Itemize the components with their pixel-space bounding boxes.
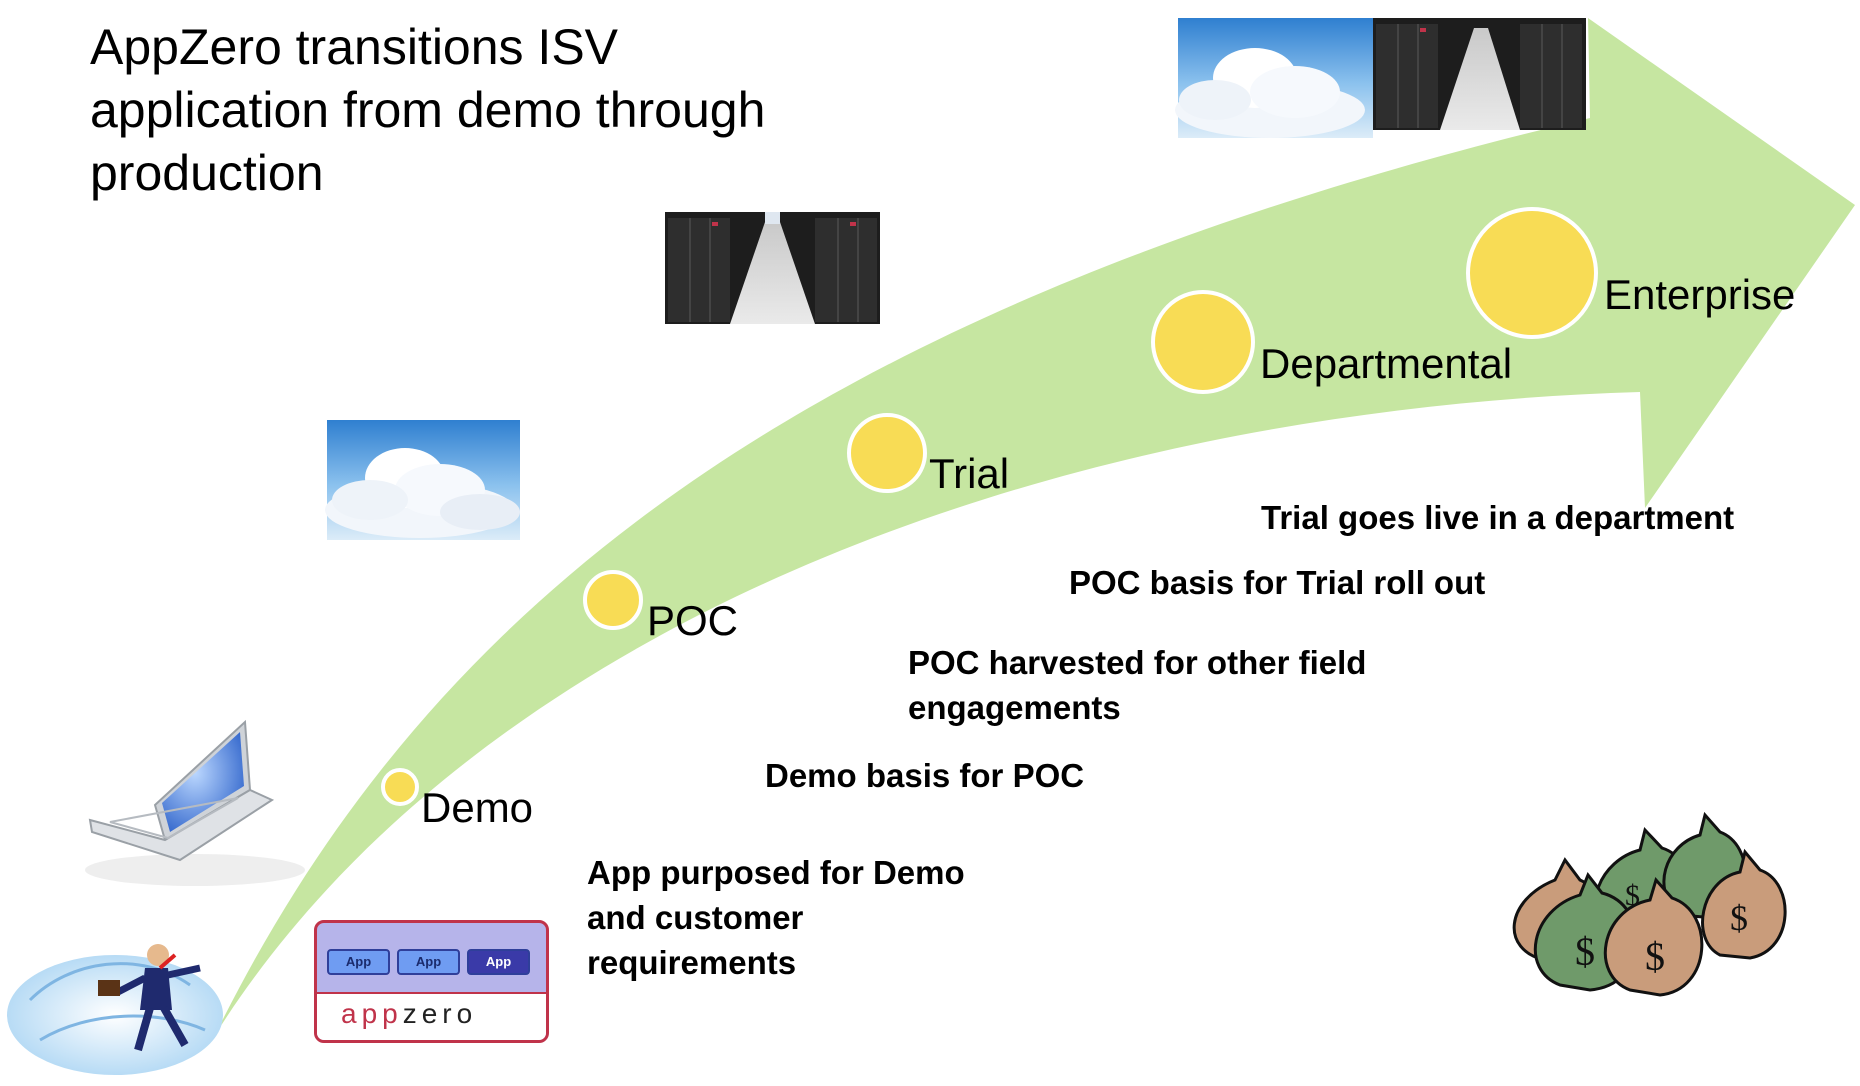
title-line-1: AppZero transitions ISV bbox=[90, 19, 619, 75]
stage-label-demo: Demo bbox=[421, 784, 534, 831]
desc-poc-harvested-line-2: engagements bbox=[908, 689, 1121, 726]
stage-dot-demo bbox=[381, 768, 419, 806]
logo-part-app: app bbox=[341, 998, 403, 1029]
svg-text:$: $ bbox=[1645, 934, 1665, 979]
title-line-3: production bbox=[90, 145, 324, 201]
desc-poc-basis: POC basis for Trial roll out bbox=[1069, 564, 1486, 601]
stage-label-poc: POC bbox=[647, 597, 739, 644]
stage-label-trial: Trial bbox=[929, 450, 1010, 497]
appzero-app-container: App App App appzero bbox=[314, 920, 549, 1043]
stage-label-departmental: Departmental bbox=[1260, 340, 1513, 387]
desc-app-purposed: App purposed for Demo and customer requi… bbox=[587, 850, 965, 985]
desc-poc-harvested-line-1: POC harvested for other field bbox=[908, 644, 1367, 681]
stage-dot-departmental bbox=[1151, 290, 1255, 394]
svg-text:$: $ bbox=[1730, 898, 1748, 938]
desc-trial-live: Trial goes live in a department bbox=[1261, 499, 1735, 536]
svg-text:$: $ bbox=[1575, 929, 1595, 974]
skater-businessman-icon bbox=[7, 944, 223, 1075]
stage-dot-poc bbox=[583, 570, 643, 630]
desc-app-purposed-line-3: requirements bbox=[587, 944, 797, 981]
app-chip: App bbox=[397, 949, 460, 975]
desc-app-purposed-line-2: and customer bbox=[587, 899, 804, 936]
laptop-icon bbox=[85, 719, 305, 886]
desc-demo-basis: Demo basis for POC bbox=[765, 757, 1085, 794]
app-chip: App bbox=[327, 949, 390, 975]
desc-app-purposed-line-1: App purposed for Demo bbox=[587, 854, 965, 891]
cloud-photo bbox=[325, 420, 520, 540]
title-line-2: application from demo through bbox=[90, 82, 766, 138]
cloud-photo-top bbox=[1175, 18, 1373, 138]
appzero-logo-bar: appzero bbox=[317, 992, 546, 1040]
datacenter-photo-middle bbox=[665, 212, 880, 324]
stage-label-enterprise: Enterprise bbox=[1604, 271, 1796, 318]
datacenter-photo-top bbox=[1373, 18, 1586, 130]
money-bags-icon: $ $ $ $ bbox=[1512, 811, 1787, 997]
growth-arrow bbox=[215, 18, 1855, 1035]
logo-part-zero: zero bbox=[402, 998, 478, 1029]
page-title: AppZero transitions ISV application from… bbox=[90, 16, 850, 205]
app-chip-row: App App App bbox=[327, 949, 530, 975]
stage-dot-trial bbox=[847, 413, 927, 493]
stage-dot-enterprise bbox=[1466, 207, 1598, 339]
desc-poc-harvested: POC harvested for other field engagement… bbox=[908, 640, 1366, 730]
appzero-logo: appzero bbox=[341, 998, 477, 1030]
svg-text:$: $ bbox=[1625, 879, 1640, 912]
app-chip: App bbox=[467, 949, 530, 975]
